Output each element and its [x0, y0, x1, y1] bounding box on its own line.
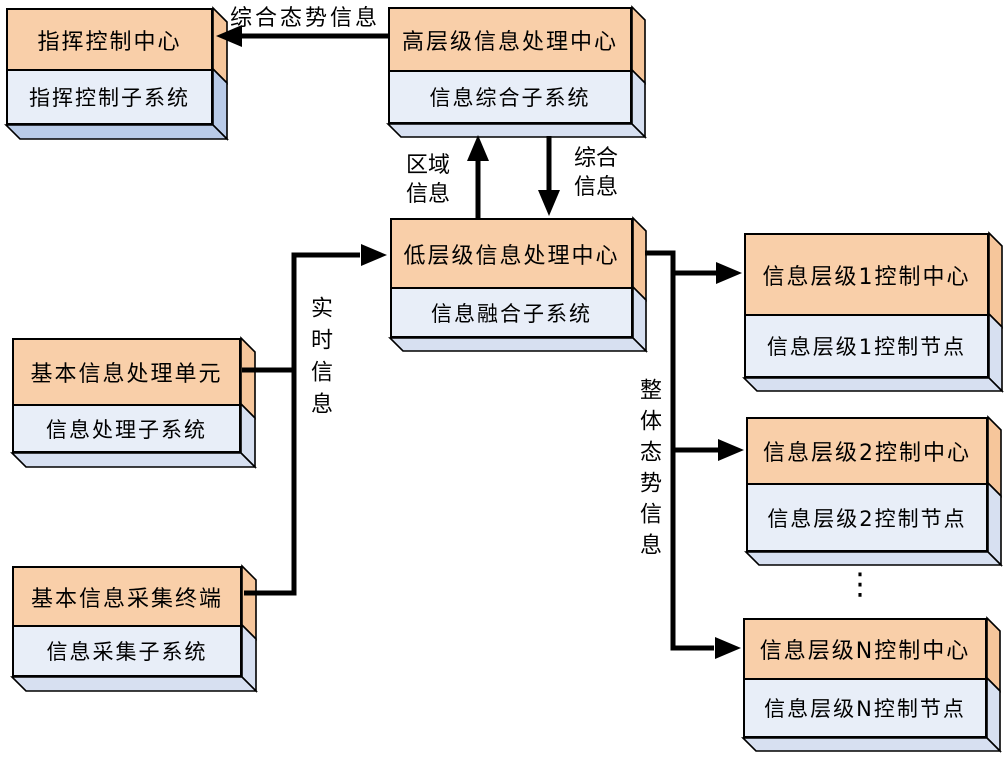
node-levelN-control: 信息层级N控制中心 信息层级N控制节点 [743, 618, 987, 738]
box-3d-faces-high-level-center [386, 5, 647, 139]
box-title: 信息层级1控制中心 [746, 235, 987, 316]
box-title: 指挥控制中心 [8, 10, 211, 71]
box-3d-faces-low-level-center [388, 216, 648, 353]
box-3d-faces-basic-collection-terminal [10, 564, 258, 693]
arrow-realtime-trunk [242, 244, 387, 596]
node-basic-collection-terminal: 基本信息采集终端 信息采集子系统 [12, 566, 242, 677]
box-3d-faces-level1-control [742, 231, 1004, 393]
levels-ellipsis: ⋮ [845, 567, 875, 602]
box-3d-faces-basic-processing-unit [10, 336, 257, 469]
edge-label-situation: 综合态势信息 [229, 6, 380, 31]
box-title: 基本信息采集终端 [14, 568, 240, 627]
edge-label-realtime: 实时信息 [307, 296, 332, 424]
node-basic-processing-unit: 基本信息处理单元 信息处理子系统 [12, 338, 241, 453]
arrow-comprehensive-down [538, 136, 560, 216]
box-subtitle: 信息层级N控制节点 [745, 680, 985, 736]
box-title: 信息层级N控制中心 [745, 620, 985, 680]
arrow-overall-trunk [645, 250, 744, 659]
edge-label-regional: 区域 信息 [405, 153, 450, 207]
edge-label-comprehensive: 综合 信息 [573, 146, 618, 200]
box-3d-faces-level2-control [744, 415, 1003, 567]
box-title: 信息层级2控制中心 [748, 419, 986, 485]
node-low-level-center: 低层级信息处理中心 信息融合子系统 [390, 218, 633, 338]
box-3d-faces-levelN-control [741, 616, 1002, 753]
box-subtitle: 信息融合子系统 [392, 289, 631, 336]
box-subtitle: 信息层级2控制节点 [748, 485, 986, 550]
box-title: 基本信息处理单元 [14, 340, 239, 406]
box-subtitle: 指挥控制子系统 [8, 71, 211, 123]
box-title: 高层级信息处理中心 [390, 9, 630, 72]
edge-label-overall: 整体态势信息 [636, 378, 661, 564]
box-subtitle: 信息处理子系统 [14, 406, 239, 451]
box-subtitle: 信息层级1控制节点 [746, 316, 987, 376]
node-command-center: 指挥控制中心 指挥控制子系统 [6, 8, 213, 125]
node-level2-control: 信息层级2控制中心 信息层级2控制节点 [746, 417, 988, 552]
box-3d-faces-command-center [4, 6, 229, 141]
box-title: 低层级信息处理中心 [392, 220, 631, 289]
arrow-regional-up [467, 135, 489, 218]
arrow-situation [216, 25, 388, 47]
box-subtitle: 信息综合子系统 [390, 72, 630, 122]
node-high-level-center: 高层级信息处理中心 信息综合子系统 [388, 7, 632, 124]
node-level1-control: 信息层级1控制中心 信息层级1控制节点 [744, 233, 989, 378]
box-subtitle: 信息采集子系统 [14, 627, 240, 675]
